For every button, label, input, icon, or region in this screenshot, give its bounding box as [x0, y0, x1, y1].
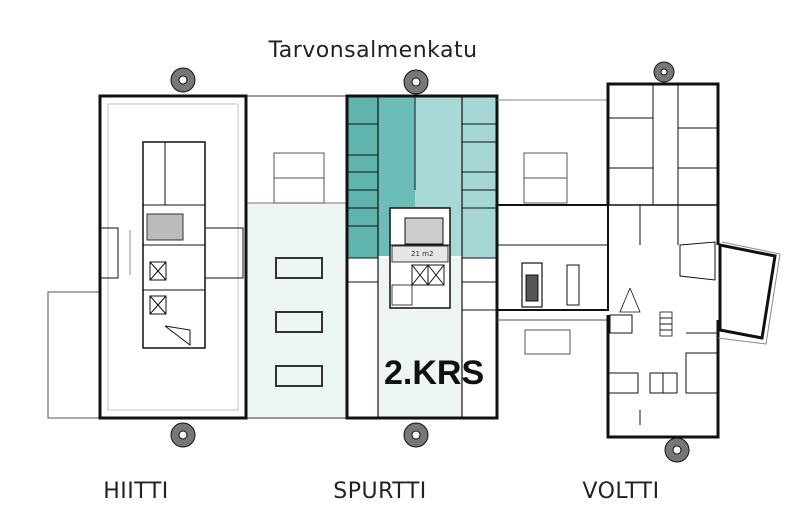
room-area-label: 21 m2 [411, 250, 434, 258]
connector-east [496, 99, 609, 355]
street-name: Tarvonsalmenkatu [268, 38, 478, 63]
building-hiitti-plan[interactable] [98, 94, 248, 420]
building-label-hiitti[interactable]: HIITTI [103, 479, 169, 504]
hiitti-annex [47, 291, 100, 419]
floor-label: 2.KRS [384, 354, 485, 392]
building-voltti-plan[interactable] [606, 82, 781, 439]
building-label-spurtti[interactable]: SPURTTI [333, 479, 427, 504]
building-spurtti-plan[interactable] [345, 94, 499, 420]
building-label-voltti[interactable]: VOLTTI [582, 479, 660, 504]
staircase-icons [170, 61, 690, 463]
highlight-space-east[interactable] [462, 96, 497, 258]
connector-west [245, 95, 348, 419]
highlight-space-west[interactable] [347, 96, 378, 258]
